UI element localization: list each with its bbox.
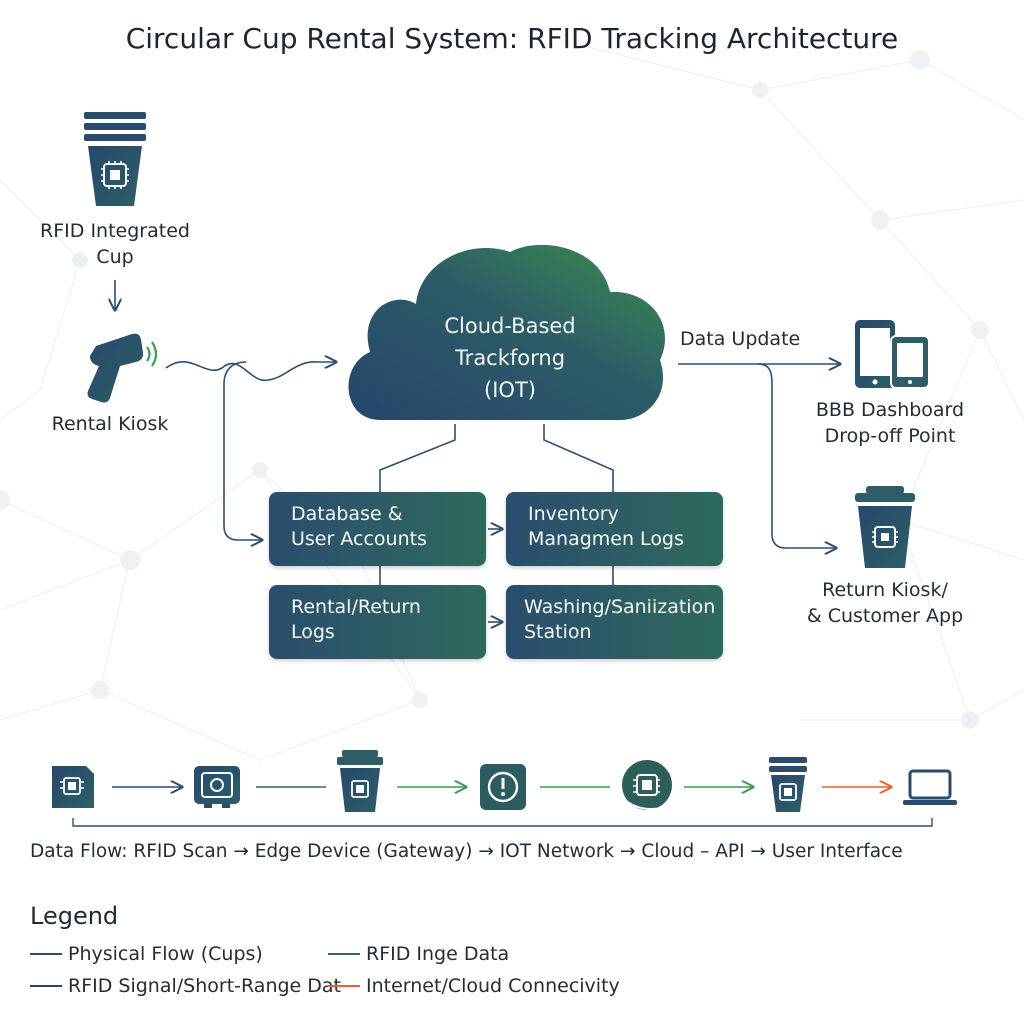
pipeline-chip-cup-stack-icon [769,757,807,812]
signal-to-database-connector [223,361,262,540]
legend-label-physical-flow: Physical Flow (Cups) [68,943,263,965]
dashboard-label: BBB Dashboard Drop-off Point [810,397,970,449]
legend-swatch-rfid-signal [30,985,62,987]
rfid-cup-icon [84,112,146,206]
legend-swatch-physical-flow [30,953,62,955]
page-title: Circular Cup Rental System: RFID Trackin… [125,22,899,55]
cloud-connector-left [379,424,456,492]
inventory-box-line2: Managmen Logs [528,528,684,550]
devices-icon [855,320,930,389]
inventory-box-line1: Inventory [528,503,619,525]
return-kiosk-label-line1: Return Kiosk/ [822,579,948,601]
dashboard-label-line1: BBB Dashboard [815,399,965,421]
legend-item-rfid-signal: RFID Signal/Short-Range Dat [30,975,341,997]
washing-box: Washing/Saniization Station [506,585,723,659]
inventory-box: Inventory Managmen Logs [506,492,723,566]
pipeline-chip-cup-icon [337,750,383,812]
rental-logs-box-line2: Logs [291,621,335,643]
legend-label-rfid-signal: RFID Signal/Short-Range Dat [68,975,341,997]
washing-box-line1: Washing/Saniization [524,596,716,618]
legend-item-physical-flow: Physical Flow (Cups) [30,943,263,965]
cloud-label-line3: (IOT) [484,378,536,402]
cloud-shape [348,244,665,420]
legend-item-rfid-inge-data: RFID Inge Data [328,943,509,965]
washing-box-line2: Station [524,621,592,643]
data-update-label: Data Update [680,328,801,350]
pipeline-chip-cloud-icon [622,760,672,810]
rental-kiosk-label: Rental Kiosk [51,413,169,435]
legend-title: Legend [30,902,119,930]
rfid-cup-label-line1: RFID Integrated [40,220,190,242]
database-box: Database & User Accounts [269,492,486,566]
database-box-line2: User Accounts [291,528,427,550]
rental-logs-box-line1: Rental/Return [291,596,421,618]
pipeline-alert-icon [480,764,526,810]
pipeline-bracket [72,818,933,827]
cloud-label-line1: Cloud-Based [444,314,576,338]
cloud-label: Cloud-Based Trackforng (IOT) [410,310,610,406]
legend-label-rfid-inge-data: RFID Inge Data [366,943,510,965]
legend-swatch-internet-cloud [328,985,360,987]
pipeline-gateway-device-icon [194,766,240,808]
legend-label-internet-cloud: Internet/Cloud Connecivity [366,975,620,997]
return-kiosk-connector [757,363,836,548]
pipeline-laptop-icon [903,769,957,805]
cloud-label-line2: Trackforng [454,346,566,370]
return-kiosk-label-line2: & Customer App [806,605,964,627]
rental-logs-box: Rental/Return Logs [269,585,486,659]
legend-item-internet-cloud: Internet/Cloud Connecivity [328,975,620,997]
rfid-signal-wave [165,362,336,381]
return-bin-icon [855,486,915,568]
legend-swatch-rfid-inge-data [328,953,360,955]
rfid-cup-label: RFID Integrated Cup [35,218,195,270]
database-box-line1: Database & [291,503,403,525]
pipeline-chip-document-icon [52,766,94,808]
dashboard-label-line2: Drop-off Point [824,425,956,447]
rfid-cup-label-line2: Cup [96,246,134,268]
rfid-scanner-icon [87,333,158,403]
cloud-connector-right [543,424,614,492]
data-flow-caption: Data Flow: RFID Scan → Edge Device (Gate… [30,841,903,862]
return-kiosk-label: Return Kiosk/ & Customer App [800,577,970,629]
